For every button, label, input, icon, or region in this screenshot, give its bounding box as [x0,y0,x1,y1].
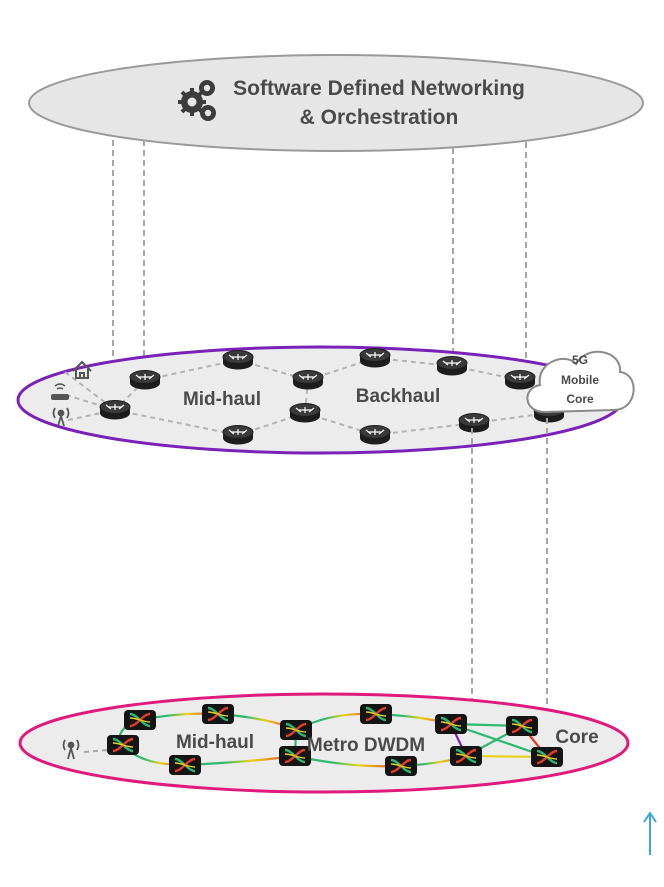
router-icon [436,355,468,377]
optical-core-label: Core [555,727,598,748]
optical-metro-label: Metro DWDM [307,735,425,756]
cell-tower-icon [52,407,70,427]
roadm-icon [105,733,141,757]
ip-backhaul-label: Backhaul [356,386,440,407]
roadm-icon [122,708,158,732]
router-box-icon [51,383,69,400]
roadm-icon [383,754,419,778]
roadm-icon [504,714,540,738]
5g-cloud-icon [526,350,635,414]
router-icon [359,424,391,446]
sdn-title-line1: Software Defined Networking [233,77,525,100]
optical-midhaul-label: Mid-haul [176,732,254,753]
sdn-title-line2: & Orchestration [300,106,459,129]
cloud-label-line2: Mobile [561,373,599,387]
cell-tower-icon [62,739,80,760]
roadm-icon [200,702,236,726]
router-icon [458,412,490,434]
up-arrow-icon[interactable] [643,811,657,855]
ip-midhaul-label: Mid-haul [183,389,261,410]
router-icon [504,369,536,391]
roadm-icon [433,712,469,736]
roadm-icon [529,745,565,769]
sdn-plane [28,54,644,152]
router-icon [222,349,254,371]
gears-icon [178,80,216,121]
cloud-label-line1: 5G [572,353,588,367]
home-icon [72,360,92,379]
ip-to-optical-links [471,418,548,756]
roadm-icon [167,753,203,777]
router-icon [289,402,321,424]
router-icon [292,369,324,391]
optical-access-link [83,749,109,753]
router-icon [99,399,131,421]
router-icon [359,347,391,369]
router-icon [222,424,254,446]
cloud-label-line3: Core [566,392,594,406]
router-icon [129,369,161,391]
roadm-icon [358,702,394,726]
roadm-icon [448,744,484,768]
